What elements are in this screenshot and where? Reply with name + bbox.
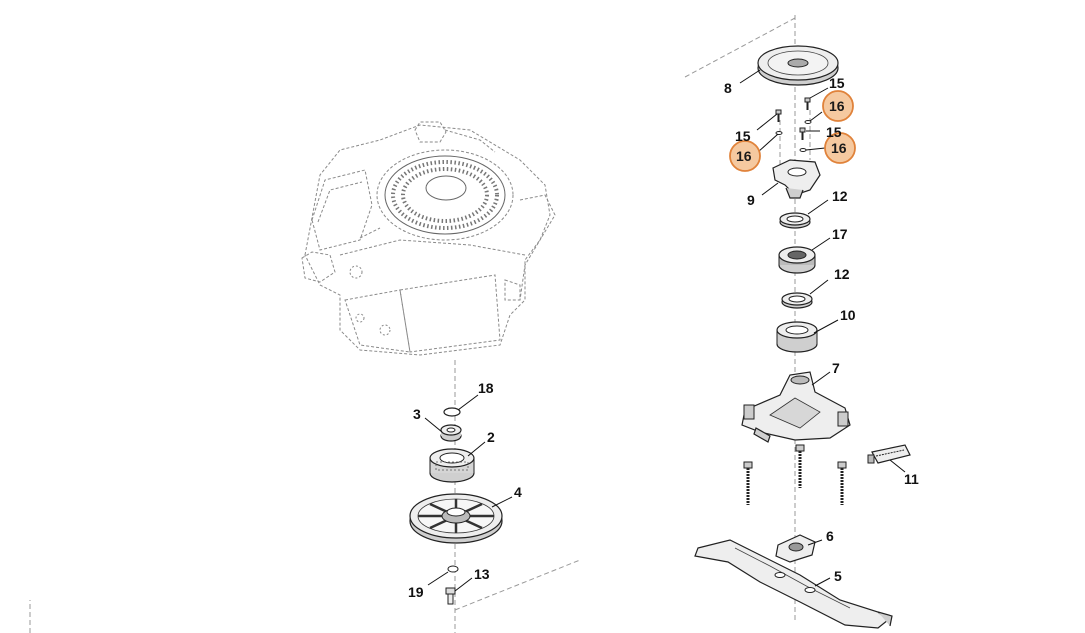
part-12-washer-lower: [781, 292, 813, 309]
left-parts: [409, 407, 503, 605]
part-13-bolt: [445, 587, 456, 605]
callout-12-lower: 12: [834, 266, 850, 282]
callout-8: 8: [724, 80, 732, 96]
callout-numbers: 18 3 2 4 19 13 8 15 15 15 16 16 16 9 12 …: [408, 75, 919, 600]
callout-15-mid: 15: [826, 124, 842, 140]
callout-11: 11: [904, 471, 919, 487]
callout-19: 19: [408, 584, 424, 600]
callout-15-left: 15: [735, 128, 751, 144]
callout-4: 4: [514, 484, 522, 500]
part-11-clip: [867, 444, 911, 464]
callout-5: 5: [834, 568, 842, 584]
callout-2: 2: [487, 429, 495, 445]
callout-15-top: 15: [829, 75, 845, 91]
callout-3: 3: [413, 406, 421, 422]
part-17-bearing: [778, 246, 816, 274]
callout-16-left: 16: [736, 148, 752, 164]
part-18-washer: [443, 407, 461, 417]
part-6-washer: [775, 534, 816, 563]
carrier-bolts: [743, 444, 847, 505]
part-16-washers: [775, 120, 812, 152]
part-12-washer-upper: [779, 212, 811, 229]
guide-lines: [29, 15, 811, 633]
callout-18: 18: [478, 380, 494, 396]
callout-7: 7: [832, 360, 840, 376]
part-2-hub: [429, 448, 475, 483]
highlight-circle-16c: [824, 132, 856, 164]
part-4-disk: [409, 493, 503, 544]
callout-16-right: 16: [831, 140, 847, 156]
part-9-bracket: [772, 159, 821, 199]
callout-9: 9: [747, 192, 755, 208]
part-5-blade: [694, 539, 893, 629]
callout-10: 10: [840, 307, 856, 323]
part-7-carrier: [741, 371, 851, 443]
highlight-circle-16a: [822, 90, 854, 122]
leader-lines: [424, 69, 906, 592]
highlight-circle-16b: [729, 140, 761, 172]
callout-12-upper: 12: [832, 188, 848, 204]
callout-13: 13: [474, 566, 490, 582]
callout-16-top: 16: [829, 98, 845, 114]
callout-6: 6: [826, 528, 834, 544]
highlight-markers: [729, 90, 856, 172]
engine-illustration: [301, 121, 556, 356]
part-3-ring: [440, 424, 462, 442]
part-8-disc: [757, 45, 839, 86]
part-10-sleeve: [776, 321, 818, 353]
right-parts: [694, 45, 911, 629]
part-19-washer: [447, 565, 459, 573]
part-15-screws: [775, 97, 811, 140]
callout-17: 17: [832, 226, 848, 242]
